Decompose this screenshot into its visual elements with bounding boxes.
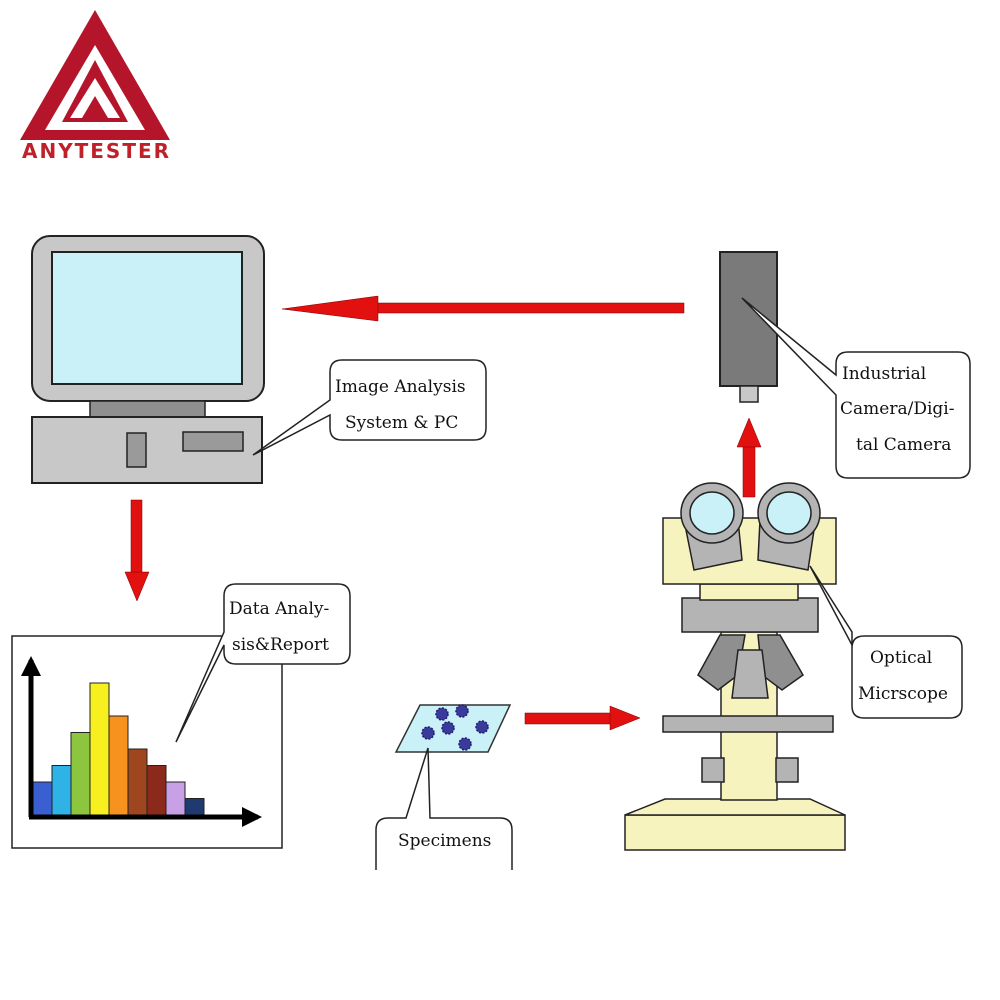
eyepiece-right-lens <box>766 491 812 535</box>
specimen-particle <box>458 737 472 751</box>
callout-camera-bubble <box>741 297 971 479</box>
histogram-bar <box>146 765 167 816</box>
callout-pc-line-1: Image Analysis <box>335 377 466 397</box>
callout-report-line-1: Data Analy- <box>229 599 329 619</box>
callout-specimens: Specimens <box>375 747 513 870</box>
callout-camera-line-1: Industrial <box>842 364 926 384</box>
industrial-camera <box>719 251 778 403</box>
callout-report-bubble <box>175 583 351 743</box>
callout-pc-line-2: System & PC <box>345 413 458 433</box>
computer <box>31 235 265 484</box>
callout-microscope-bubble <box>809 565 963 719</box>
eyepiece-left-lens <box>689 491 735 535</box>
report-chart <box>11 635 283 849</box>
monitor-neck <box>89 400 206 418</box>
specimen-particle <box>441 721 455 735</box>
callout-microscope-line-2: Micrscope <box>858 684 948 704</box>
specimen-particle <box>421 726 435 740</box>
pc-cd-drive <box>182 431 244 452</box>
arrow-pc-to-report <box>124 499 150 602</box>
specimen-particle <box>435 707 449 721</box>
microscope-stage <box>662 715 834 733</box>
histogram-bar <box>51 765 72 816</box>
logo-chevron <box>70 78 120 118</box>
logo-text: ANYTESTER <box>22 139 170 163</box>
microscope-base <box>624 814 846 851</box>
specimen-slide <box>394 704 512 753</box>
anytester-logo: ANYTESTER <box>20 10 170 163</box>
specimen-particle <box>455 704 469 718</box>
histogram-bar <box>70 732 91 816</box>
callout-report: Data Analy- sis&Report <box>175 583 351 743</box>
callout-microscope-line-1: Optical <box>870 648 932 668</box>
microscope-focus-knob-right <box>775 757 799 783</box>
histogram-bar <box>89 682 110 816</box>
camera-lens <box>739 385 759 403</box>
microscope-arm <box>681 597 819 633</box>
optical-microscope <box>624 482 846 851</box>
callout-pc: Image Analysis System & PC <box>252 359 487 456</box>
microscope-head-neck <box>699 583 799 601</box>
arrow-camera-to-pc <box>281 295 685 322</box>
histogram-bar <box>165 781 186 816</box>
histogram-bar <box>32 781 53 816</box>
callout-report-line-2: sis&Report <box>232 635 329 655</box>
specimen-particles <box>421 704 489 751</box>
arrow-specimens-to-microscope <box>524 705 641 731</box>
pc-drive-slot <box>126 432 147 468</box>
specimen-particle <box>475 720 489 734</box>
callout-pc-bubble <box>252 359 487 456</box>
callout-camera-line-2: Camera/Digi- <box>840 399 954 419</box>
histogram-bar <box>108 715 129 816</box>
histogram-bar <box>127 748 148 816</box>
callout-camera: Industrial Camera/Digi- tal Camera <box>741 297 971 479</box>
callout-specimens-line-1: Specimens <box>398 831 491 851</box>
microscope-base-top <box>624 798 846 816</box>
callout-microscope: Optical Micrscope <box>809 565 963 719</box>
monitor-screen <box>51 251 243 385</box>
callout-specimens-bubble <box>375 747 513 870</box>
chart-bars <box>32 682 205 816</box>
microscope-focus-knob-left <box>701 757 725 783</box>
callout-camera-line-3: tal Camera <box>856 435 951 455</box>
microscope-objective <box>731 649 769 699</box>
microscope-nosepiece-left <box>697 634 746 691</box>
arrow-microscope-to-camera <box>736 417 762 498</box>
histogram-bar <box>184 798 205 816</box>
